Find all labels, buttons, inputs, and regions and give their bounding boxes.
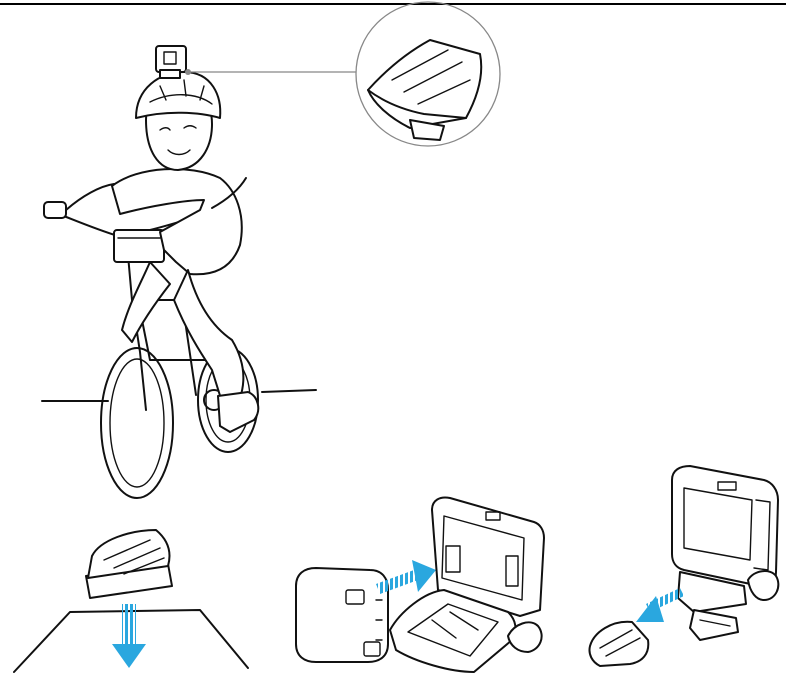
mounting-buckle-icon bbox=[678, 571, 778, 640]
child-left-arm bbox=[66, 184, 114, 210]
framed-camera-icon bbox=[672, 466, 778, 586]
camera-body-icon bbox=[296, 568, 388, 662]
curved-mount-callout bbox=[356, 2, 500, 146]
left-grip bbox=[44, 202, 66, 218]
slide-in-arrow bbox=[636, 588, 684, 622]
curved-adhesive-mount-icon bbox=[368, 40, 481, 140]
frame-onto-mount-panel bbox=[589, 466, 778, 666]
cyclist-scene bbox=[42, 46, 356, 498]
bike-front-plate bbox=[114, 230, 164, 262]
flat-mount-panel bbox=[14, 530, 248, 672]
flat-mount-small-icon bbox=[589, 622, 648, 666]
camera-into-frame-panel bbox=[296, 498, 544, 673]
camera-frame-icon bbox=[390, 498, 544, 673]
press-down-arrow bbox=[112, 604, 146, 668]
front-wheel bbox=[101, 348, 173, 498]
child-shoe bbox=[218, 392, 258, 432]
flat-adhesive-mount-icon bbox=[86, 530, 172, 598]
callout-anchor-dot bbox=[185, 69, 191, 75]
ground-line-right bbox=[262, 390, 316, 392]
